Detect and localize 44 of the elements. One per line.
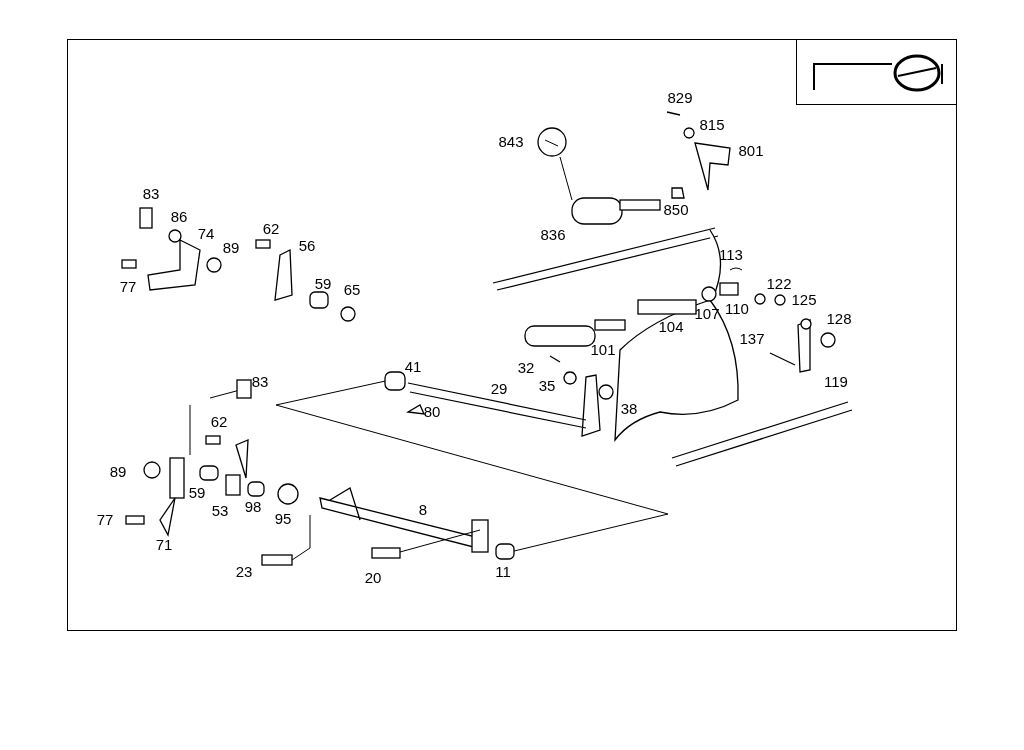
callout-number: 74 bbox=[197, 225, 215, 241]
callout-number: 128 bbox=[826, 310, 852, 326]
callout-number: 101 bbox=[590, 341, 616, 357]
callout-number: 110 bbox=[725, 300, 749, 316]
callout-number: 77 bbox=[96, 511, 114, 527]
callout-number: 801 bbox=[738, 142, 764, 158]
callout-number: 38 bbox=[620, 400, 638, 416]
callout-number: 35 bbox=[538, 377, 556, 393]
callout-number: 98 bbox=[244, 498, 262, 514]
callout-number: 125 bbox=[791, 291, 817, 307]
callout-number: 59 bbox=[314, 275, 332, 291]
callout-number: 137 bbox=[739, 330, 765, 346]
callout-number: 20 bbox=[364, 569, 382, 585]
callout-number: 89 bbox=[109, 463, 127, 479]
callout-number: 83 bbox=[251, 373, 269, 389]
callout-number: 29 bbox=[490, 380, 508, 396]
callout-number: 850 bbox=[663, 201, 689, 217]
callout-number: 836 bbox=[540, 226, 566, 242]
callout-number: 32 bbox=[517, 359, 535, 375]
callout-number: 86 bbox=[170, 208, 188, 224]
callout-number: 11 bbox=[495, 563, 511, 579]
callout-number: 83 bbox=[142, 185, 160, 201]
callout-number: 59 bbox=[188, 484, 206, 500]
callout-number: 71 bbox=[155, 536, 173, 552]
callout-number: 122 bbox=[766, 275, 792, 291]
callout-number: 843 bbox=[498, 133, 524, 149]
callout-number: 104 bbox=[658, 318, 684, 334]
callout-number: 65 bbox=[343, 281, 361, 297]
callout-number: 107 bbox=[694, 305, 720, 321]
callout-number: 95 bbox=[274, 510, 292, 526]
callout-number: 829 bbox=[667, 89, 693, 105]
callout-number: 62 bbox=[262, 220, 280, 236]
callout-number: 62 bbox=[210, 413, 228, 429]
callout-number: 53 bbox=[211, 502, 229, 518]
callout-number: 89 bbox=[222, 239, 240, 255]
callout-number: 80 bbox=[423, 403, 441, 419]
callout-number: 77 bbox=[119, 278, 137, 294]
callout-number: 41 bbox=[404, 358, 422, 374]
callout-number: 113 bbox=[719, 246, 743, 262]
callout-number: 23 bbox=[235, 563, 253, 579]
callout-number: 119 bbox=[824, 373, 848, 389]
callout-number: 815 bbox=[699, 116, 725, 132]
callout-number: 56 bbox=[298, 237, 316, 253]
callout-number: 8 bbox=[418, 501, 428, 517]
